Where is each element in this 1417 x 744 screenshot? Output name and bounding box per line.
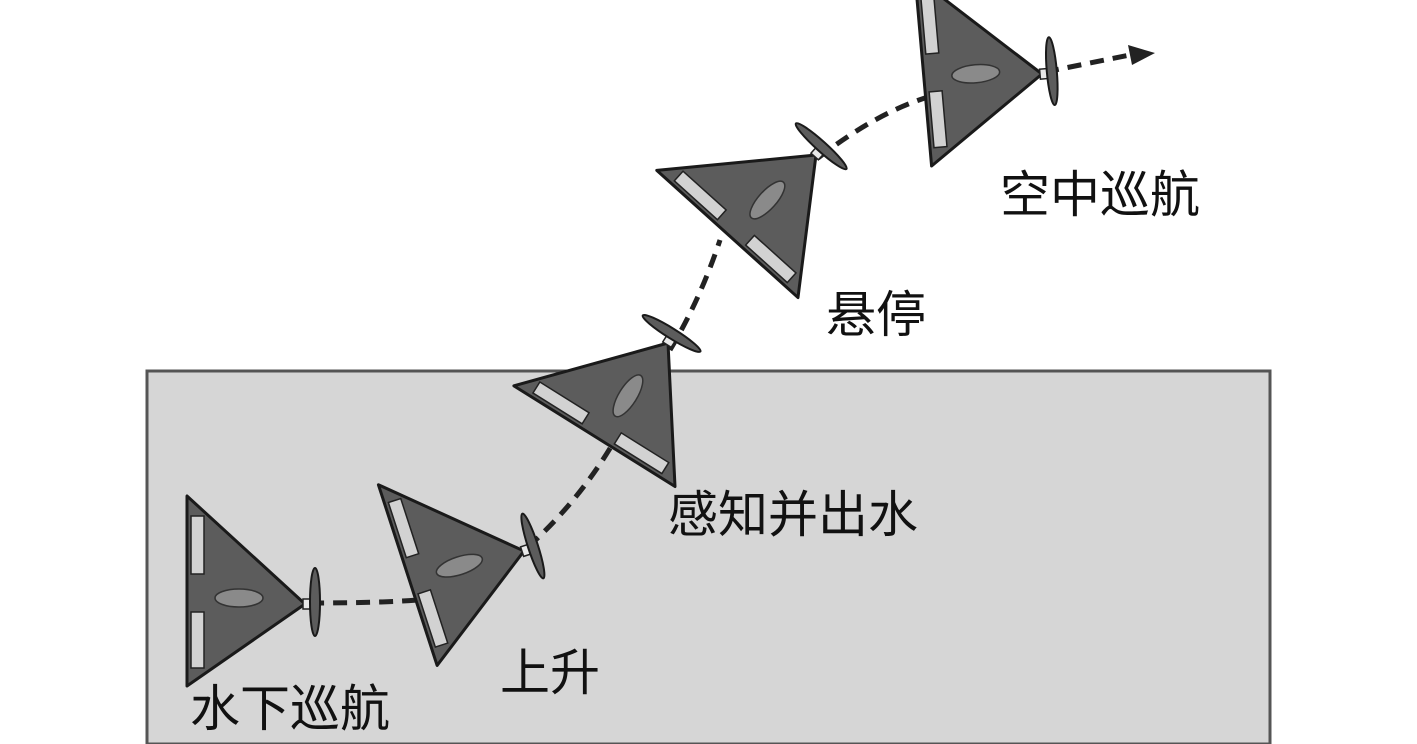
vehicle-ascend xyxy=(376,483,546,667)
vehicle-group xyxy=(185,0,1059,688)
vehicle-air-cruise xyxy=(913,0,1059,168)
vehicle-panel-upper xyxy=(673,170,728,221)
trajectory-arrowhead xyxy=(1128,45,1155,65)
vehicle-pod xyxy=(612,374,644,418)
vehicle-panel-lower xyxy=(190,611,205,669)
propeller-blade xyxy=(641,313,702,353)
vehicle-panel-upper xyxy=(190,515,205,575)
label-hover: 悬停 xyxy=(826,286,926,344)
vehicle-pod xyxy=(749,180,786,220)
vehicle-panel-lower xyxy=(613,431,670,475)
vehicle-pod xyxy=(214,588,264,608)
label-sense-exit-water: 感知并出水 xyxy=(668,486,918,544)
vehicle-sense-exit-water xyxy=(512,313,702,489)
vehicle-pod xyxy=(435,553,484,578)
propeller-blade xyxy=(309,567,321,637)
propeller-blade xyxy=(1044,36,1059,107)
vehicle-panel-lower xyxy=(744,234,798,284)
label-air-cruise: 空中巡航 xyxy=(1000,166,1200,224)
vehicle-panel-upper xyxy=(919,0,940,55)
label-ascend: 上升 xyxy=(500,644,600,702)
water-region xyxy=(145,369,1272,744)
vehicle-underwater-cruise xyxy=(185,494,321,688)
vehicle-panel-lower xyxy=(928,89,948,149)
vehicle-panel-upper xyxy=(531,380,591,425)
trajectory-path xyxy=(309,52,1131,606)
vehicle-hover xyxy=(655,122,848,300)
propeller-blade xyxy=(794,122,848,171)
vehicle-panel-lower xyxy=(417,588,449,649)
vehicle-panel-upper xyxy=(387,497,420,559)
propeller-blade xyxy=(520,512,546,580)
vehicle-pod xyxy=(951,63,1001,84)
label-underwater-cruise: 水下巡航 xyxy=(190,680,390,738)
